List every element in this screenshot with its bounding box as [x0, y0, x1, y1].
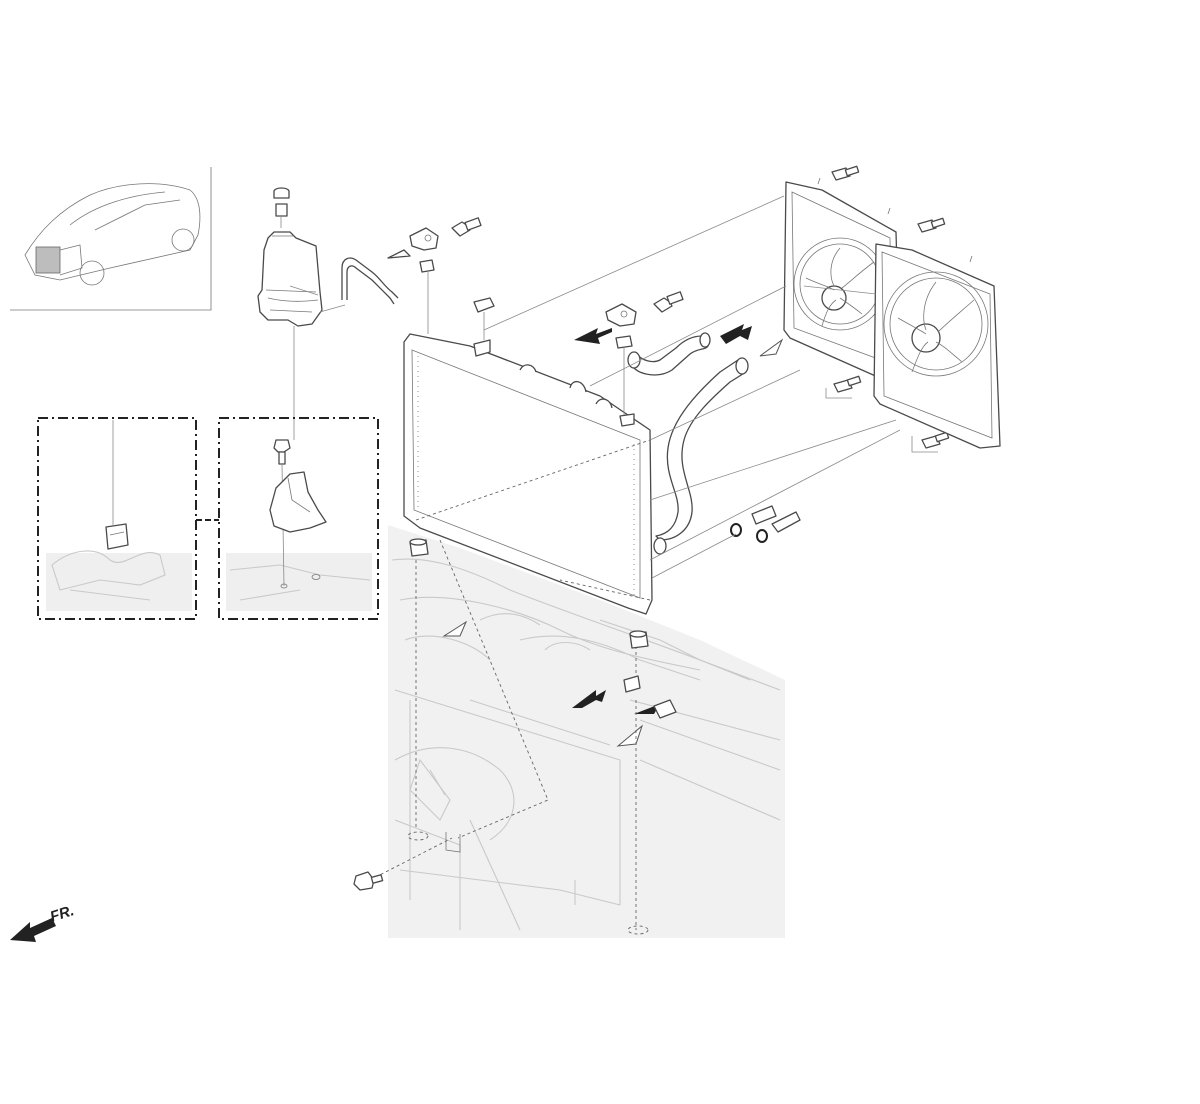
- lower-cushions: [407, 538, 677, 935]
- cooling-fan-shroud-main: [783, 165, 950, 449]
- locator-inset: [10, 167, 212, 311]
- upper-radiator-hose: [627, 332, 711, 376]
- reserve-tank-cap: [273, 187, 290, 228]
- upper-cushion-brackets: [387, 217, 684, 427]
- radiator-cap: [473, 297, 495, 340]
- drain-plug-orings: [651, 505, 801, 579]
- overflow-hose: [319, 257, 399, 313]
- radiator: [403, 333, 653, 615]
- front-label: FR.: [48, 902, 76, 926]
- alignment-lines: [369, 195, 938, 930]
- lower-radiator-hose: [653, 357, 749, 555]
- bracket-detail-box: [37, 417, 219, 620]
- bracket-bolt: [353, 871, 384, 891]
- front-arrow-icon: [10, 918, 56, 942]
- mount-bracket-detail-box: [218, 417, 379, 620]
- front-direction-indicator: FR.: [10, 902, 76, 942]
- reserve-tank: [257, 231, 323, 327]
- condenser-fan-shroud: [873, 243, 1001, 449]
